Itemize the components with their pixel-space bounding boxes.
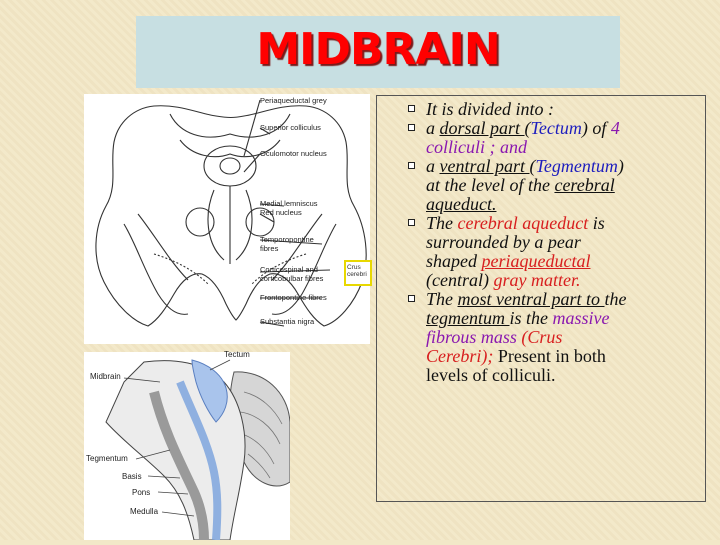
label-midbrain: Midbrain: [90, 372, 121, 381]
slide-title: MIDBRAIN: [256, 24, 500, 75]
label-tectum: Tectum: [224, 350, 250, 359]
label-frontopontine: Frontopontine fibres: [260, 293, 327, 302]
bullet-2-text-5: ) of: [581, 118, 611, 138]
bullet-item-1: It is divided into :: [408, 99, 720, 119]
present-text: Present in both: [493, 346, 606, 366]
bullet-5-text-3: the: [604, 289, 627, 309]
label-superior-colliculus: Superior colliculus: [260, 123, 321, 132]
colliculi-text: colliculi ; and: [426, 137, 527, 157]
square-bullet-icon: [408, 295, 415, 302]
massive-text: massive: [552, 308, 610, 328]
bullet-3-text-6: at the level of the: [426, 175, 555, 195]
bullet-5-text-1: The: [426, 289, 458, 309]
brainstem-sagittal-diagram: Tectum Midbrain Tegmentum Basis Pons Med…: [84, 350, 291, 541]
tegmentum-underlined-text: tegmentum: [426, 308, 510, 328]
fibrous-mass-text: fibrous mass: [426, 327, 517, 347]
square-bullet-icon: [408, 105, 415, 112]
label-red-nucleus: Red nucleus: [260, 208, 302, 217]
dorsal-part-text: dorsal part: [439, 118, 525, 138]
label-basis: Basis: [122, 472, 142, 481]
cerebral-aqueduct-text: cerebral aqueduct: [457, 213, 589, 233]
label-medial-lemniscus: Medial lemniscus: [260, 199, 318, 208]
label-corticospinal: Corticospinal and: [260, 265, 318, 274]
crus-text: (Crus: [516, 327, 563, 347]
bullet-1-text: It is divided into :: [426, 99, 554, 119]
label-substantia-nigra: Substantia nigra: [260, 317, 315, 326]
bullet-5-text-5: is the: [509, 308, 553, 328]
tegmentum-text: Tegmentum: [535, 156, 618, 176]
bullet-4-text-1: The: [426, 213, 458, 233]
brainstem-sagittal-drawing: [105, 359, 291, 541]
title-banner: MIDBRAIN: [136, 16, 620, 88]
bullet-list: It is divided into : a dorsal part (Tect…: [408, 98, 706, 498]
bullet-3-text-3: (: [529, 156, 536, 176]
label-medulla: Medulla: [130, 507, 159, 516]
label-fibres: fibres: [260, 244, 279, 253]
bullet-2-text-1: a: [426, 118, 440, 138]
label-tegmentum: Tegmentum: [86, 454, 128, 463]
bullet-4-text-5: shaped: [426, 251, 482, 271]
bullet-4-text-4: surrounded by a pear: [426, 232, 581, 252]
midbrain-section-diagram: Periaqueductal grey Superior colliculus …: [84, 94, 370, 344]
bullet-item-4: The cerebral aqueduct is surrounded by a…: [408, 213, 720, 290]
tectum-text: Tectum: [530, 118, 582, 138]
most-ventral-part-text: most ventral part to: [457, 289, 605, 309]
square-bullet-icon: [408, 162, 415, 169]
periaqueductal-text: periaqueductal: [481, 251, 591, 271]
gray-matter-text: gray matter.: [493, 270, 581, 290]
square-bullet-icon: [408, 219, 415, 226]
levels-text: levels of colliculi.: [426, 365, 556, 385]
crus-label: Crus: [347, 264, 361, 271]
cerebri-text: Cerebri);: [426, 346, 494, 366]
label-periaqueductal-grey: Periaqueductal grey: [260, 96, 327, 105]
label-corticobulbar: corticobulbar fibres: [260, 274, 324, 283]
crus-cerebri-callout: Crus cerebri: [344, 260, 372, 286]
bullet-item-3: a ventral part (Tegmentum) at the level …: [408, 156, 720, 214]
midbrain-section-drawing: [95, 99, 367, 327]
bullet-2-text-3: (: [524, 118, 531, 138]
bullet-3-text-5: ): [617, 156, 624, 176]
bullet-4-text-3: is: [588, 213, 605, 233]
bullet-item-5: The most ventral part to the tegmentum i…: [408, 289, 720, 385]
ventral-part-text: ventral part: [439, 156, 530, 176]
label-oculomotor-nucleus: Oculomotor nucleus: [260, 149, 327, 158]
square-bullet-icon: [408, 124, 415, 131]
label-temporopontine: Temporopontine: [260, 235, 314, 244]
cerebral-text: cerebral: [554, 175, 615, 195]
bullet-item-2: a dorsal part (Tectum) of 4 colliculi ; …: [408, 118, 720, 157]
bullet-3-text-1: a: [426, 156, 440, 176]
text-box: It is divided into : a dorsal part (Tect…: [376, 95, 706, 502]
bullet-4-text-7: (central): [426, 270, 494, 290]
label-pons: Pons: [132, 488, 151, 497]
aqueduct-text: aqueduct.: [426, 194, 497, 214]
cerebri-label: cerebri: [347, 271, 367, 278]
four-text: 4: [610, 118, 620, 138]
